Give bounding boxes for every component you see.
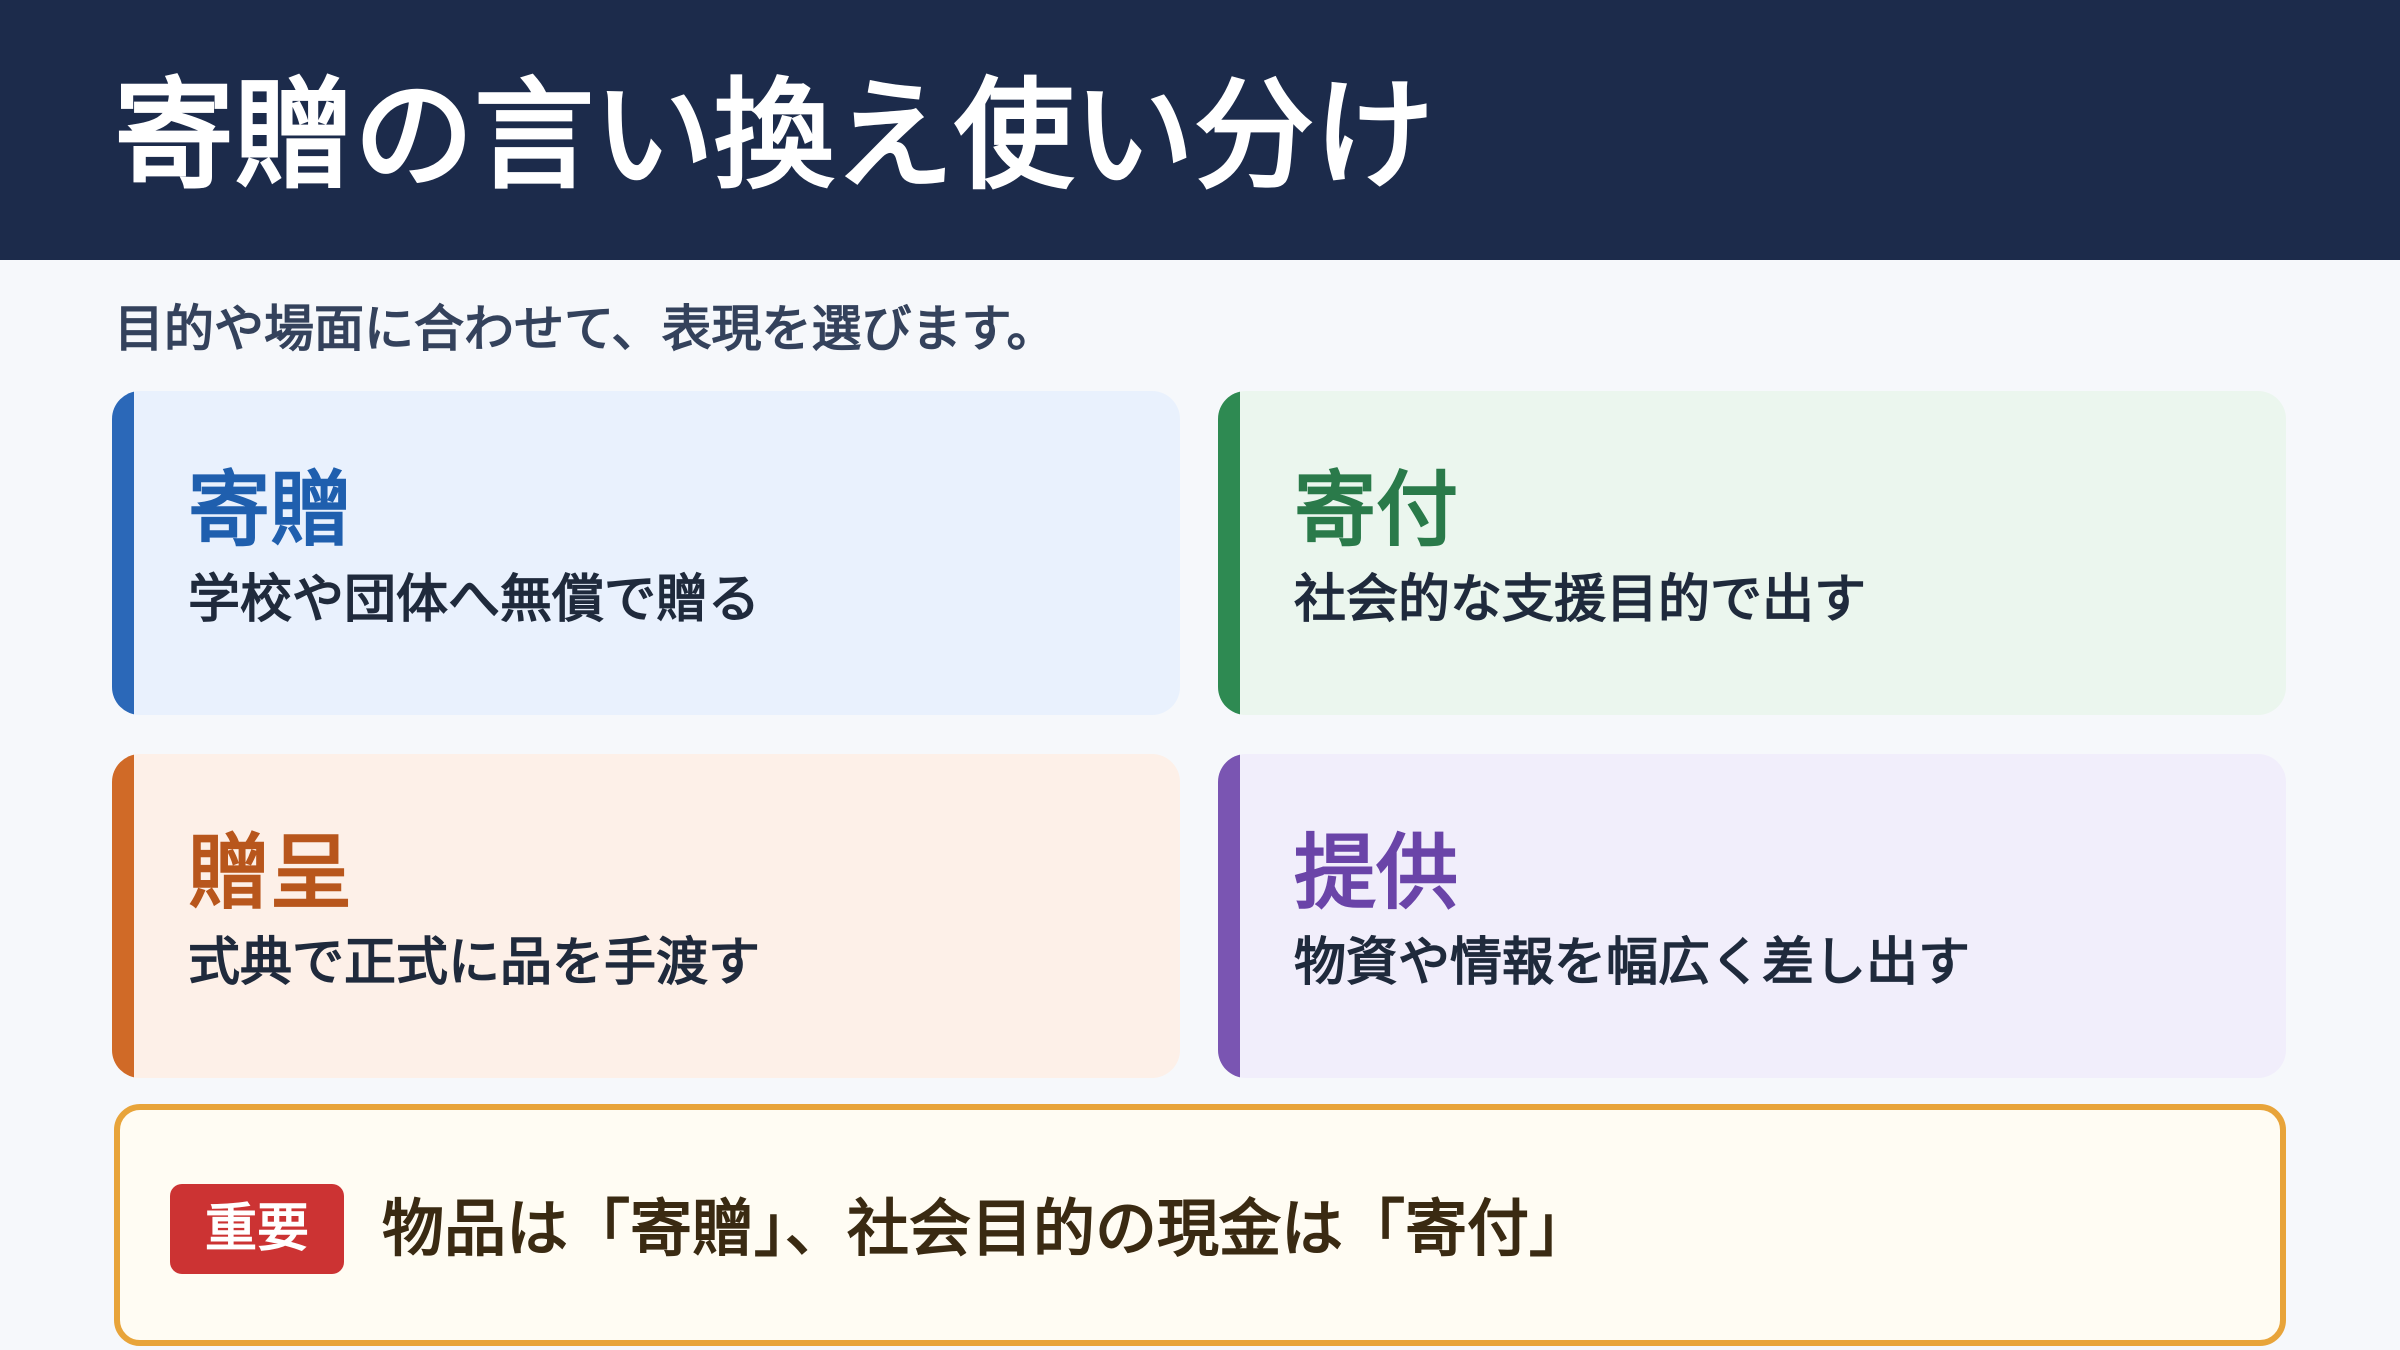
card-kizou: 寄贈 学校や団体へ無償で贈る — [112, 391, 1180, 715]
title-bar: 寄贈の言い換え使い分け — [0, 0, 2400, 260]
page-title: 寄贈の言い換え使い分け — [114, 67, 1434, 206]
card-term: 贈呈 — [188, 826, 353, 921]
card-zoutei: 贈呈 式典で正式に品を手渡す — [112, 754, 1180, 1078]
important-note: 重要 物品は「寄贈」、社会目的の現金は「寄付」 — [114, 1104, 2286, 1346]
card-kifu: 寄付 社会的な支援目的で出す — [1218, 391, 2286, 715]
card-term: 寄付 — [1294, 463, 1459, 558]
card-accent-bar — [1218, 391, 1240, 715]
page-subtitle: 目的や場面に合わせて、表現を選びます。 — [114, 300, 1057, 358]
card-accent-bar — [112, 391, 134, 715]
card-accent-bar — [112, 754, 134, 1078]
card-accent-bar — [1218, 754, 1240, 1078]
important-badge: 重要 — [170, 1184, 344, 1274]
card-term: 提供 — [1294, 826, 1459, 921]
important-note-text: 物品は「寄贈」、社会目的の現金は「寄付」 — [382, 1192, 1592, 1265]
card-description: 社会的な支援目的で出す — [1294, 570, 1867, 630]
card-term: 寄贈 — [188, 463, 353, 558]
card-description: 物資や情報を幅広く差し出す — [1294, 933, 1971, 993]
card-teikyou: 提供 物資や情報を幅広く差し出す — [1218, 754, 2286, 1078]
card-description: 式典で正式に品を手渡す — [188, 933, 761, 993]
card-description: 学校や団体へ無償で贈る — [188, 570, 761, 630]
